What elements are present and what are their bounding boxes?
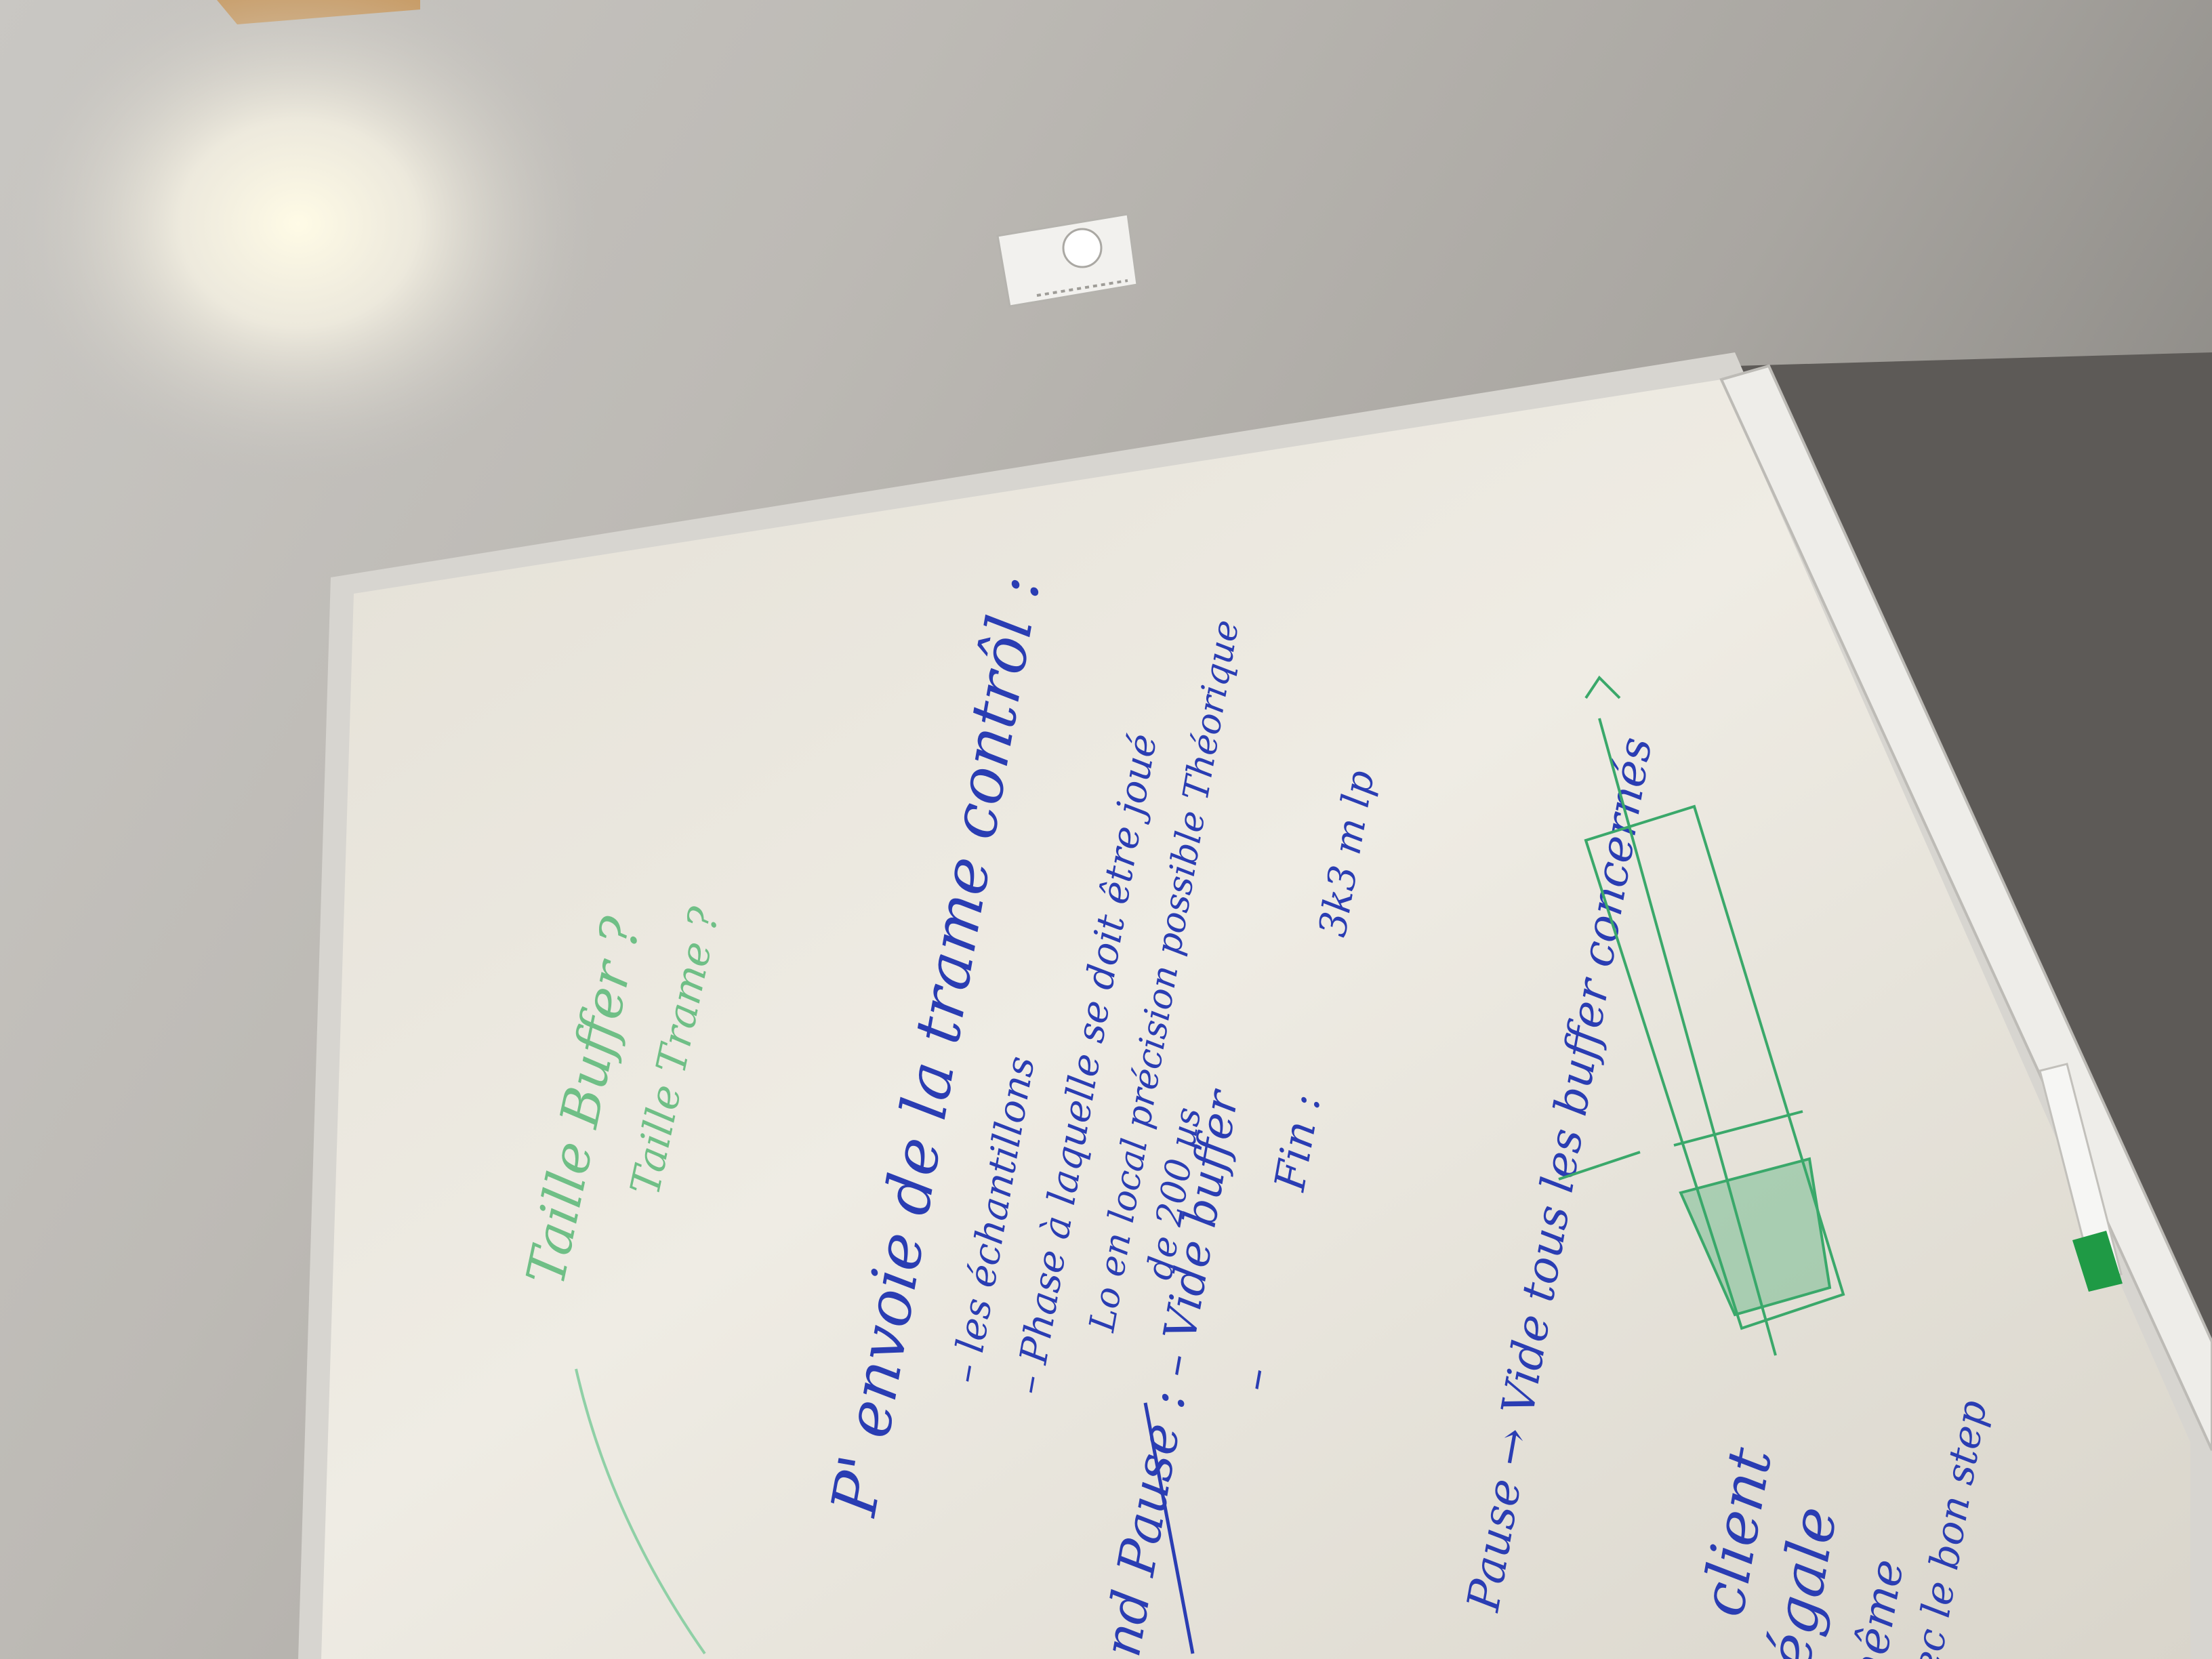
thermostat-dial-icon — [996, 213, 1139, 308]
whiteboard-surface — [321, 380, 2190, 1659]
buffer-diagram — [1558, 675, 1845, 1356]
light-glow — [0, 0, 596, 481]
green-arc — [575, 1368, 706, 1655]
pause-underline — [1143, 1402, 1195, 1654]
green-marker-icon — [2039, 1063, 2123, 1292]
